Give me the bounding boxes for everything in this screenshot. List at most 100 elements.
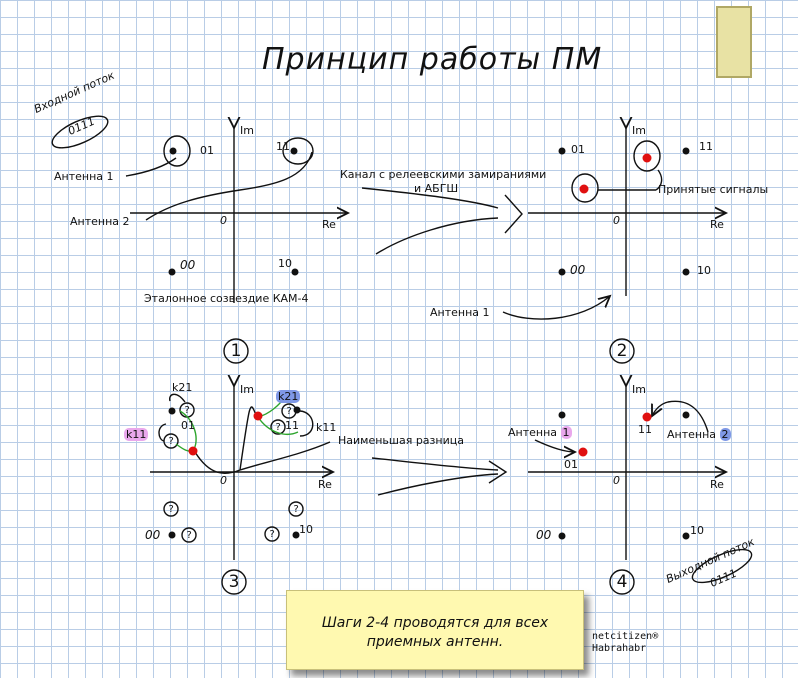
panel1-re-label: Re	[322, 218, 336, 231]
panel1-label-11: 11	[276, 140, 290, 153]
panel1-circle-11	[282, 137, 314, 165]
panel3-point-11	[293, 406, 301, 414]
panel2-antenna1-curve	[502, 296, 610, 320]
panel3-label-01: 01	[181, 419, 195, 432]
panel1-point-11	[290, 147, 298, 155]
step3-label: 3	[228, 572, 240, 592]
signature: netcitizen® Habrahabr	[592, 631, 658, 655]
panel2-antenna1-label: Антенна 1	[430, 306, 490, 319]
step2-circle	[609, 338, 635, 364]
step4-circle	[609, 569, 635, 595]
signature-line2: Habrahabr	[592, 643, 647, 654]
panel2-circle-received-1	[571, 173, 599, 203]
panel3-k11-right-brace	[299, 410, 314, 437]
panel3-label-10: 10	[299, 523, 313, 536]
panel1-point-01	[169, 147, 177, 155]
panel4-point-10	[682, 532, 690, 540]
panel1-point-00	[168, 268, 176, 276]
panel2-label-11: 11	[699, 140, 713, 153]
panel2-received-point-1	[579, 184, 589, 194]
panel4-antenna1-label: Антенна 1	[508, 426, 572, 440]
panel3-k21-left-brace	[169, 393, 186, 403]
panel4-origin-label: 0	[613, 474, 620, 487]
panel3-min-diff-label: Наименьшая разница	[338, 434, 464, 447]
panel3-re-label: Re	[318, 478, 332, 491]
step2-label: 2	[616, 341, 628, 361]
sticky-note-tab	[716, 6, 752, 78]
decision-arrow-top	[371, 457, 499, 471]
panel4-received-point-2	[642, 412, 652, 422]
panel4-point-01	[558, 411, 566, 419]
panel4-antenna1-arrow	[534, 439, 575, 452]
panel4-label-01: 01	[564, 458, 578, 471]
panel3-point-00	[168, 531, 176, 539]
panel3-green-right	[257, 416, 299, 435]
panel3-q-00-right	[181, 527, 197, 543]
channel-arrow-bottom	[375, 217, 499, 255]
decision-arrow-head	[488, 460, 508, 484]
panel2-received-point-2	[642, 153, 652, 163]
panel3-q-10-top	[288, 501, 304, 517]
panel1-circle-01	[163, 135, 191, 167]
panel3-k11-left-label: k11	[124, 428, 149, 442]
channel-label-line1: Канал с релеевскими замираниями	[340, 168, 547, 181]
panel4-antenna1-prefix: Антенна	[508, 426, 561, 439]
page-title: Принцип работы ПМ	[262, 42, 603, 77]
panel4-received-point-1	[578, 447, 588, 457]
panel4-point-11	[682, 411, 690, 419]
panel1-im-label: Im	[240, 124, 254, 137]
panel3-q-text-right-top: ?	[286, 406, 293, 417]
panel4-antenna2-prefix: Антенна	[667, 428, 720, 441]
panel3-q-text-10-left: ?	[269, 529, 276, 540]
panel3-q-10-left	[264, 526, 280, 542]
panel3-q-00-top	[163, 501, 179, 517]
panel3-origin-label: 0	[220, 474, 227, 487]
step4-label: 4	[616, 572, 628, 592]
panel4-antenna2-num: 2	[719, 428, 731, 441]
panel4-antenna2-arrow	[652, 400, 709, 433]
panel3-k11-left-highlight: k11	[124, 428, 149, 441]
panel3-k21-left-label: k21	[172, 381, 193, 394]
panel3-q-text-10-top: ?	[293, 504, 300, 515]
step1-label: 1	[230, 341, 242, 361]
panel2-point-01	[558, 147, 566, 155]
panel3-q-text-00-right: ?	[186, 530, 193, 541]
output-stream-ellipse	[691, 548, 753, 584]
panel2-label-00: 00	[570, 263, 586, 277]
panel3-label-00: 00	[145, 528, 161, 542]
channel-arrow-top	[361, 187, 499, 209]
panel3-q-text-left-top: ?	[184, 405, 191, 416]
panel3-received-point-1	[188, 446, 198, 456]
panel3-label-11: 11	[285, 419, 299, 432]
panel1-antenna2-label: Антенна 2	[70, 215, 130, 228]
panel2-circle-received-2	[633, 140, 661, 172]
step1-circle	[223, 338, 249, 364]
panel3-point-10	[292, 531, 300, 539]
panel3-q-right-bottom	[270, 419, 286, 435]
panel2-label-10: 10	[697, 264, 711, 277]
panel3-k11-left-brace	[158, 423, 167, 442]
steps-note: Шаги 2-4 проводятся для всех приемных ан…	[286, 590, 584, 670]
panel4-antenna1-num: 1	[560, 426, 572, 439]
panel4-label-10: 10	[690, 524, 704, 537]
panel4-re-label: Re	[710, 478, 724, 491]
panel2-label-01: 01	[571, 143, 585, 156]
panel4-antenna2-label: Антенна 2	[667, 428, 731, 442]
panel3-k11-right-label: k11	[316, 421, 337, 434]
channel-label-line2: и АБГШ	[414, 182, 459, 195]
panel1-origin-label: 0	[220, 214, 227, 227]
panel1-antenna1-label: Антенна 1	[54, 170, 114, 183]
input-stream-ellipse	[51, 115, 109, 149]
panel3-im-label: Im	[240, 383, 254, 396]
signature-line1: netcitizen®	[592, 631, 659, 642]
panel1-point-10	[291, 268, 299, 276]
panel2-received-callout	[598, 169, 663, 191]
panel3-q-text-00-top: ?	[168, 504, 175, 515]
panel2-received-label: Принятые сигналы	[658, 183, 769, 196]
panel3-min-diff-curve	[194, 406, 331, 474]
panel2-origin-label: 0	[613, 214, 620, 227]
panel1-caption: Эталонное созвездие КАМ-4	[144, 292, 309, 305]
channel-arrow-head	[504, 194, 523, 234]
